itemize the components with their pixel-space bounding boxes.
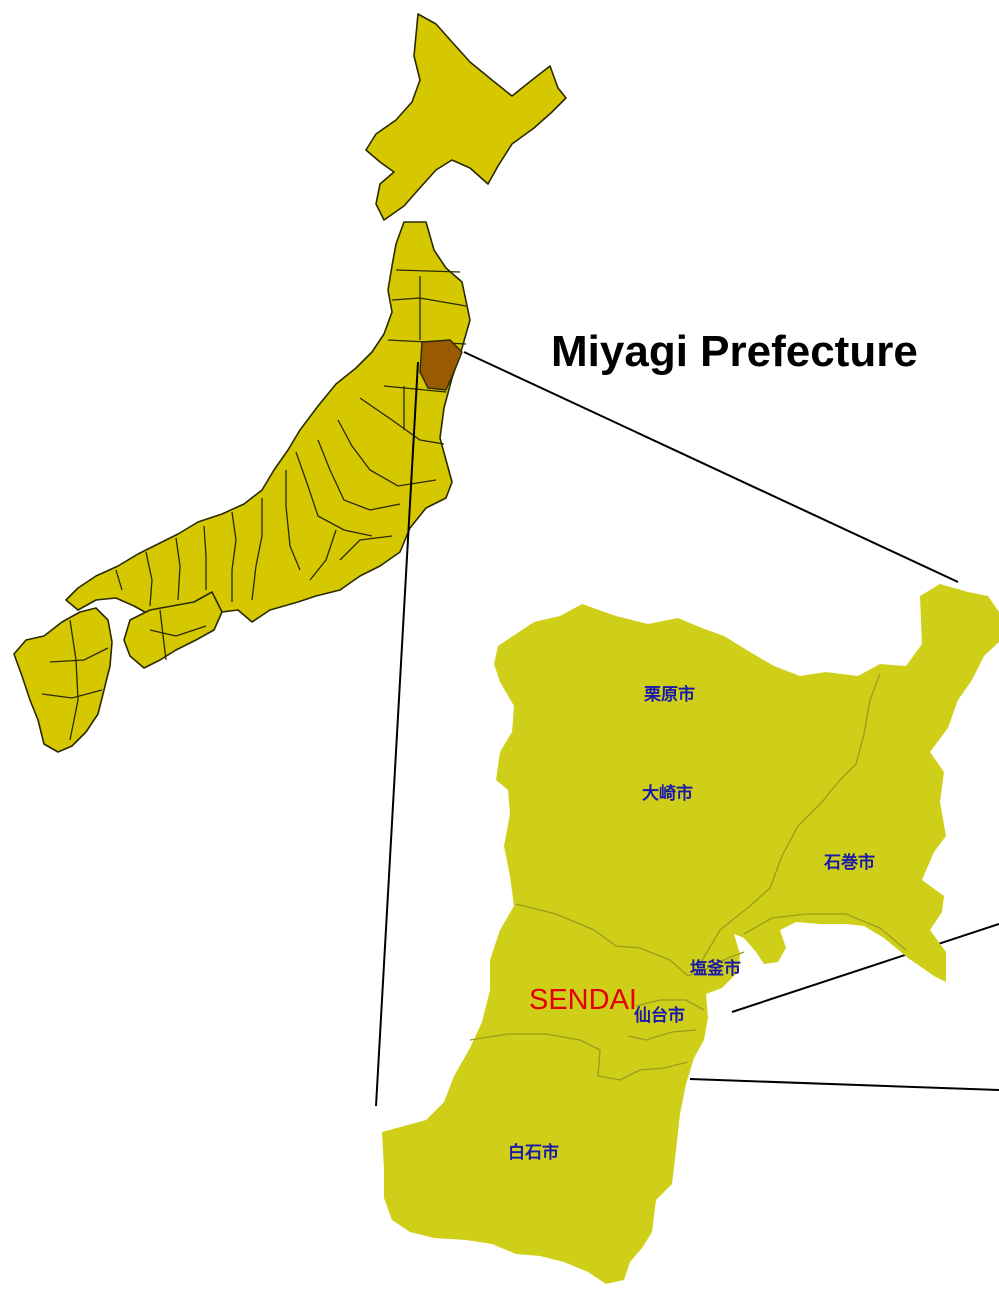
prefecture-title: Miyagi Prefecture — [551, 327, 918, 376]
leader-line-south — [689, 1078, 999, 1091]
leader-line-left — [375, 361, 419, 1107]
honshu-island — [65, 221, 471, 629]
miyagi-prefecture-shape — [382, 584, 999, 1284]
city-label-shiroishi: 白石市 — [508, 1142, 559, 1163]
shikoku-island — [123, 591, 223, 669]
city-label-kurihara: 栗原市 — [644, 684, 695, 705]
kyushu-island — [13, 607, 113, 753]
city-label-ishinomaki: 石巻市 — [823, 852, 875, 873]
city-label-osaki: 大崎市 — [642, 783, 693, 804]
miyagi-highlight — [419, 339, 463, 391]
city-label-sendai: 仙台市 — [634, 1005, 685, 1026]
municipal-boundaries — [469, 673, 907, 1081]
city-labels: 栗原市 大崎市 石巻市 塩釜市 仙台市 白石市 — [508, 684, 875, 1163]
sendai-red-label: SENDAI — [529, 984, 637, 1016]
leader-line-sendai — [731, 923, 999, 1013]
zoom-leader-lines — [375, 351, 999, 1107]
miyagi-detail-map: 栗原市 大崎市 石巻市 塩釜市 仙台市 白石市 SENDAI — [382, 584, 999, 1284]
hokkaido-island — [365, 13, 567, 221]
japan-overview-map — [13, 13, 567, 753]
leader-line-top — [463, 351, 959, 583]
city-label-shiogama: 塩釜市 — [690, 958, 741, 979]
